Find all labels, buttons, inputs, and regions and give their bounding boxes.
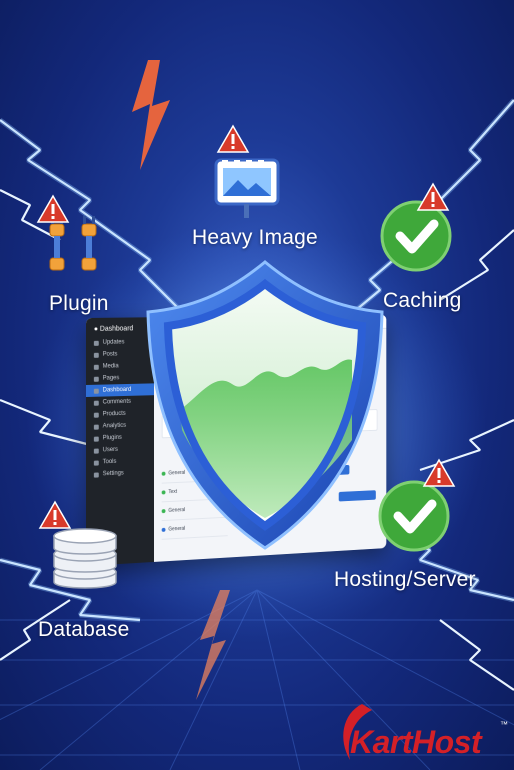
- lightning-bolt-icon: [132, 60, 170, 170]
- lightning-bolt-icon: [196, 590, 230, 700]
- logo-wordmark: KartHost: [350, 724, 482, 760]
- plugin-connector-icon: [49, 216, 97, 271]
- image-sign-icon: [214, 158, 280, 218]
- warning-icon: [416, 182, 450, 211]
- checkmark-icon: [378, 480, 450, 552]
- database-icon: [53, 528, 117, 589]
- warning-icon: [36, 194, 70, 223]
- karthost-logo: KartHost ™: [324, 700, 512, 766]
- warning-icon: [422, 458, 456, 487]
- plugin-label: Plugin: [49, 292, 109, 315]
- warning-icon: [216, 124, 250, 153]
- logo-swoosh: [343, 704, 372, 760]
- warning-icon: [38, 500, 72, 529]
- checkmark-icon: [380, 200, 452, 272]
- caching-label: Caching: [383, 289, 462, 312]
- hosting-server-label: Hosting/Server: [334, 568, 476, 591]
- heavy-image-label: Heavy Image: [192, 226, 318, 249]
- database-label: Database: [38, 618, 130, 641]
- logo-trademark: ™: [500, 720, 508, 729]
